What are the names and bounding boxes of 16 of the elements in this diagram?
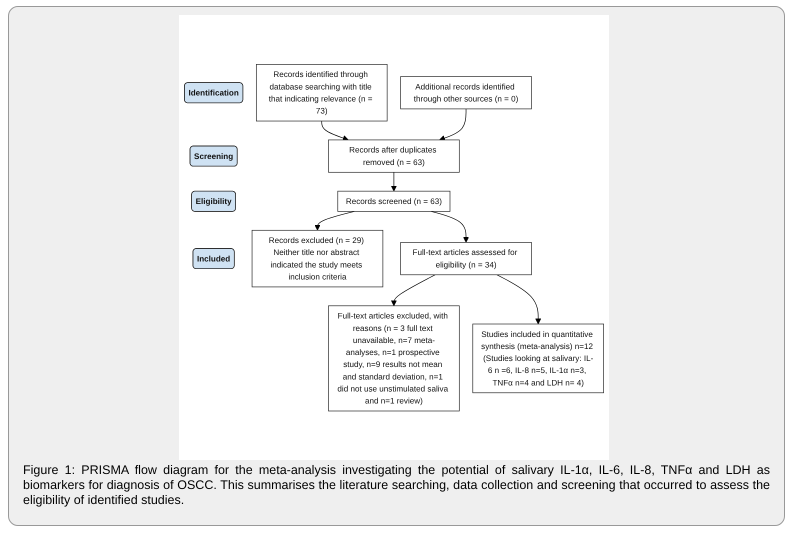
node-box: Records identified through database searching with title that indicating relevance (n = 73) [256, 64, 388, 122]
arrow [390, 172, 397, 192]
node-box: Records after duplicates removed (n = 63) [328, 139, 460, 172]
arrow [314, 210, 355, 230]
arrow [439, 108, 466, 141]
arrow [496, 274, 542, 324]
arrow [390, 274, 436, 306]
node-box: Full-text articles excluded, with reasons (n = 3 full text unavailable, n=7 meta-analyses, n=1 prospective study, n=9 results not mean and standard deviation, n=1 did not use unstimulated saliva and n=1 review) [328, 305, 460, 412]
arrow [430, 210, 469, 242]
node-box: Additional records identified through other sources (n = 0) [400, 76, 532, 110]
node-box: Records screened (n = 63) [337, 190, 450, 212]
figure-caption: Figure 1: PRISMA flow diagram for the meta-analysis investigating the potential of salivary IL-1α, IL-6, IL-8, TNFα and LDH as biomarkers for diagnosis of OSCC. This summarises the literature searching, data collection and screening that occurred to assess the eligibility of identified studies. [23, 463, 770, 508]
node-box: Full-text articles assessed for eligibility (n = 34) [400, 242, 532, 275]
arrow [321, 120, 349, 141]
node-box: Records excluded (n = 29) Neither title nor abstract indicated the study meets inclusion criteria [252, 230, 384, 288]
node-box: Studies included in quantitative synthesis (meta-analysis) n=12 (Studies looking at salivary: IL-6 n =6, IL-8 n=5, IL-1α n=3, TNFα n=4 and LDH n= 4) [472, 323, 604, 393]
